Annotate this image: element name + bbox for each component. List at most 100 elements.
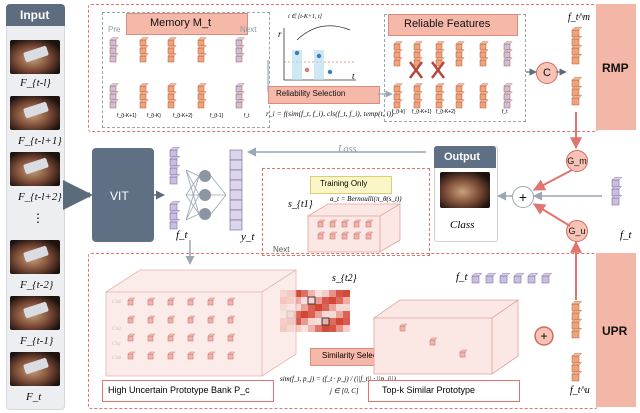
feature-cube (169, 155, 181, 167)
similarity-selection-label: Similarity Selection (322, 351, 390, 360)
frame-label: F_t (26, 391, 42, 403)
feature-cube (169, 218, 181, 230)
policy-formula: a_t = Bernoulli(π_θ(s_t)) (330, 195, 402, 203)
nn-node (199, 189, 211, 201)
loss-label: Loss (338, 144, 357, 155)
upr-label: UPR (602, 324, 628, 338)
bank-class-label: Cls1 (112, 342, 122, 347)
memory-title: Memory M_t (150, 17, 212, 29)
upr-ft-label: f_t (456, 271, 468, 283)
plot-t-label: t (352, 71, 355, 81)
st2-label: s_{t2} (332, 273, 357, 284)
frame-label: F_{t-1} (20, 335, 54, 347)
feature-cube (169, 146, 181, 158)
memory-pre: Pre (108, 25, 121, 34)
topk-class-label: Cls6 (378, 324, 388, 329)
topk-class-label: Cls0 (378, 366, 388, 371)
nn-node (199, 208, 211, 220)
training-only-label: Training Only (320, 179, 368, 188)
memory-col-label: f_{t-K+2} (173, 113, 193, 119)
memory-col-label: f_t (244, 113, 250, 119)
gu-gate-node: G_u (566, 220, 588, 242)
rmp-side-panel (596, 4, 636, 130)
yt-cell (229, 159, 243, 171)
memory-next: Next (240, 25, 257, 34)
feature-cube (611, 176, 623, 188)
yt-cell (229, 169, 243, 181)
nn-node (199, 170, 211, 182)
reliable-features-title: Reliable Features (404, 18, 491, 30)
bank-class-label: Cls6 (112, 300, 122, 305)
gm-gate-node: G_m (566, 150, 588, 172)
training-only-label-box (310, 176, 392, 194)
f-tm-label: f_t^m (568, 12, 590, 23)
input-frame (10, 296, 60, 330)
frame-label: F_{t-l} (20, 77, 51, 89)
bank-class-label: Cls0 (112, 356, 122, 361)
vit-label: VIT (110, 189, 129, 203)
gm-to-plus-arrow (532, 169, 573, 191)
prototype-bank-label-box (102, 380, 274, 402)
input-title: Input (20, 8, 50, 22)
concat-node: C (536, 62, 558, 84)
st1-label: s_{t1} (288, 199, 313, 210)
bank-class-label: Cls2 (112, 327, 122, 332)
input-frame (10, 352, 60, 386)
reliable-col-label: f_{t-K+2} (436, 109, 456, 115)
reliability-selection-box (268, 86, 380, 104)
plot-range-label: i ∈ [t-K+1, t] (288, 14, 322, 20)
feature-cube (169, 209, 181, 221)
fusion-plus-node: + (512, 186, 534, 208)
yt-label: y_t (241, 231, 255, 243)
vit-block (92, 148, 154, 242)
output-class-label: Class (450, 219, 475, 231)
frame-label: F_{t-2} (20, 279, 54, 291)
output-frame (440, 172, 490, 208)
input-header (6, 4, 65, 26)
feature-cube (611, 185, 623, 197)
rmp-label: RMP (602, 61, 629, 75)
upr-side-panel (596, 253, 636, 407)
training-only-box (262, 168, 430, 256)
memory-col-label: f_{t-K+1} (117, 113, 137, 119)
nn-edges (185, 169, 200, 221)
reliable-col-label: f_{t-K+1} (412, 109, 432, 115)
yt-cell (229, 219, 243, 231)
reliability-selection-label: Reliability Selection (276, 89, 346, 98)
ft-right-label: f_t (620, 229, 632, 241)
ft-label: f_t (176, 229, 188, 241)
reliability-formula: r_i = f(sim(f_t, f_i), cls(f_t, f_i), te… (266, 109, 394, 118)
prototype-bank-label: High Uncertain Prototype Bank P_c (108, 385, 250, 395)
yt-cell (229, 209, 243, 221)
plot-r-label: r (278, 29, 282, 39)
memory-col-label: f_{t-1} (210, 113, 224, 119)
memory-title-box (126, 13, 248, 35)
frame-ellipsis: ⋮ (32, 211, 44, 225)
topk-label-box (368, 380, 520, 402)
input-frame (10, 240, 60, 274)
reliable-col-label: f_{t-k} (392, 109, 406, 115)
reliable-features-title-box (388, 14, 518, 36)
memory-box (102, 12, 270, 128)
output-header (434, 146, 496, 168)
output-title: Output (444, 151, 481, 163)
next-label: Next (273, 245, 290, 254)
reliable-col-label: f_t (502, 109, 508, 115)
yt-cell (229, 149, 243, 161)
gu-to-plus-arrow (532, 203, 571, 227)
yt-cell (229, 179, 243, 191)
frame-label: F_{t-l+2} (18, 191, 62, 203)
similarity-range: j ∈ [0, C] (330, 387, 359, 395)
topk-label: Top-k Similar Prototype (382, 385, 476, 395)
input-frame (10, 40, 60, 74)
nn-edges-out (210, 175, 227, 215)
feature-cube (169, 200, 181, 212)
memory-col-label: f_{t-K} (147, 113, 161, 119)
input-frame (10, 152, 60, 186)
similarity-formula: sim(f_t, p_j) = (f_t · p_j) / (||f_t|| ·… (280, 375, 396, 383)
feature-cube (611, 194, 623, 206)
yt-cell (229, 199, 243, 211)
feature-cube (169, 164, 181, 176)
frame-label: F_{t-l+1} (18, 135, 62, 147)
feature-cube (169, 173, 181, 185)
